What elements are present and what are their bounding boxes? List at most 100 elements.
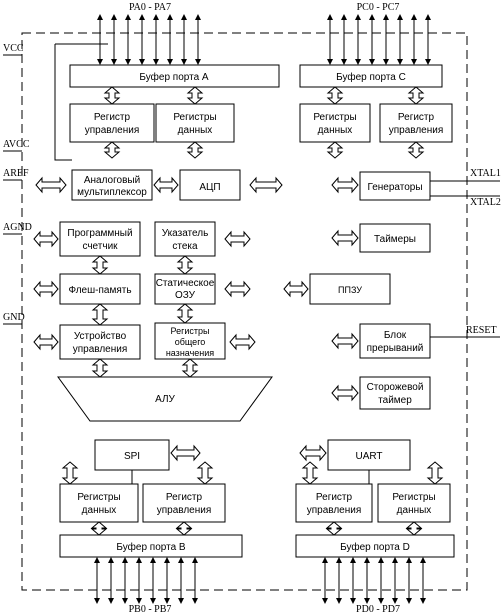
pc-pin-arrow-3-head-a — [369, 14, 375, 20]
pc-pin-arrow-5-head-a — [397, 14, 403, 20]
analog-mux-label-1: Аналоговый — [84, 175, 140, 186]
bus-cu-alu — [91, 358, 109, 378]
bus-bus-pc — [33, 230, 59, 248]
port-pin-arrows — [94, 14, 431, 604]
pd-pin-arrow-7-head-b — [420, 598, 426, 604]
pd-pin-arrow-3-head-b — [364, 598, 370, 604]
pc-pin-arrow-1-head-a — [341, 14, 347, 20]
pa-pin-arrow-6-head-a — [181, 14, 187, 20]
pc-pin-arrow-3-head-b — [369, 59, 375, 65]
pd-pin-arrow-3-head-a — [364, 557, 370, 563]
pb-pin-arrow-4-head-b — [150, 598, 156, 604]
pa-pin-arrow-0-head-b — [97, 59, 103, 65]
control-reg-c-label-2: управления — [389, 125, 444, 136]
bus-bus-eeprom — [283, 280, 309, 298]
bus-data-c-down — [326, 141, 344, 159]
pb-pin-arrow-7-head-b — [192, 598, 198, 604]
port-b-buffer-box — [59, 534, 243, 558]
pa-pin-arrow-5-head-b — [167, 59, 173, 65]
adc-box — [179, 169, 241, 201]
data-reg-b-label-2: данных — [82, 505, 117, 516]
data-reg-a-label-1: Регистры — [173, 112, 216, 123]
bus-ctrlb-portb — [175, 521, 193, 536]
eeprom-label: ППЗУ — [338, 285, 362, 295]
control-reg-d-label-1: Регистр — [316, 492, 353, 503]
control-reg-b-label-2: управления — [157, 505, 212, 516]
pb-pin-arrow-1-head-a — [108, 557, 114, 563]
control-reg-a-label-2: управления — [85, 125, 140, 136]
sram-box — [154, 273, 216, 305]
pin-label-pb: PB0 - PB7 — [129, 604, 172, 615]
control-reg-a-box — [69, 103, 155, 143]
control-reg-c-label-1: Регистр — [398, 112, 435, 123]
data-reg-d-label-2: данных — [397, 505, 432, 516]
bus-bus-uart — [299, 444, 327, 462]
data-reg-b-box — [59, 483, 139, 523]
pd-pin-arrow-1-head-a — [336, 557, 342, 563]
pin-label-reset: RESET — [466, 325, 497, 336]
bus-bus-wdt — [331, 384, 359, 402]
interrupt-unit-label-1: Блок — [384, 330, 407, 341]
bus-pc-flash — [91, 255, 109, 275]
control-reg-b-label-1: Регистр — [166, 492, 203, 503]
stack-pointer-box — [154, 221, 216, 257]
bus-spi-ctrlb — [196, 461, 214, 485]
bus-porta-ctrl — [103, 86, 121, 105]
alu-label: АЛУ — [155, 394, 175, 405]
watchdog-box — [359, 376, 431, 410]
stack-pointer-label-2: стека — [172, 241, 198, 252]
bus-spi-bus — [170, 444, 201, 462]
pin-label-pa: PA0 - PA7 — [129, 2, 171, 13]
pb-pin-arrow-5-head-a — [164, 557, 170, 563]
pin-label-xtal2: XTAL2 — [470, 197, 501, 208]
pd-pin-arrow-2-head-b — [350, 598, 356, 604]
pa-pin-arrow-1-head-a — [111, 14, 117, 20]
pc-pin-arrow-1-head-b — [341, 59, 347, 65]
port-b-buffer-label: Буфер порта B — [116, 541, 185, 553]
data-reg-a-label-2: данных — [178, 125, 213, 136]
control-unit-label-2: управления — [73, 344, 128, 355]
aref-mux-line — [54, 44, 72, 161]
pa-pin-arrow-7-head-b — [195, 59, 201, 65]
port-a-buffer-label: Буфер порта A — [139, 71, 208, 83]
pa-pin-arrow-6-head-b — [181, 59, 187, 65]
bus-bus-cu — [33, 333, 59, 351]
data-reg-d-label-1: Регистры — [392, 492, 435, 503]
pb-pin-arrow-2-head-b — [122, 598, 128, 604]
pa-pin-arrow-1-head-b — [111, 59, 117, 65]
pd-pin-arrow-5-head-b — [392, 598, 398, 604]
pin-label-avcc: AVCC — [3, 139, 30, 150]
pa-pin-arrow-4-head-a — [153, 14, 159, 20]
bus-arrows — [33, 86, 444, 536]
port-d-buffer-label: Буфер порта D — [340, 541, 410, 553]
pc-pin-arrow-4-head-b — [383, 59, 389, 65]
control-reg-d-label-2: управления — [307, 505, 362, 516]
bus-bus-flash — [33, 280, 59, 298]
pd-pin-arrow-1-head-b — [336, 598, 342, 604]
bus-sp-sram — [176, 255, 194, 275]
data-reg-b-label-1: Регистры — [77, 492, 120, 503]
pb-pin-arrow-5-head-b — [164, 598, 170, 604]
pc-pin-arrow-0-head-b — [327, 59, 333, 65]
pd-pin-arrow-4-head-b — [378, 598, 384, 604]
control-unit-box — [59, 324, 141, 360]
bus-bus-mux — [35, 176, 67, 194]
flash-label: Флеш-память — [68, 285, 131, 296]
bus-data-a-down — [186, 141, 204, 159]
watchdog-label-2: таймер — [378, 395, 412, 406]
control-unit-label-1: Устройство — [74, 331, 127, 342]
data-reg-a-box — [155, 103, 235, 143]
bus-flash-cu — [91, 303, 109, 326]
uart-box — [327, 439, 411, 471]
pb-pin-arrow-3-head-b — [136, 598, 142, 604]
data-reg-c-label-2: данных — [318, 125, 353, 136]
pa-pin-arrow-4-head-b — [153, 59, 159, 65]
pb-pin-arrow-7-head-a — [192, 557, 198, 563]
control-reg-c-box — [379, 103, 453, 143]
pb-pin-arrow-0-head-b — [94, 598, 100, 604]
pb-pin-arrow-6-head-a — [178, 557, 184, 563]
port-a-buffer-box — [69, 64, 280, 88]
bus-gpr-alu — [181, 358, 199, 378]
timers-box — [359, 223, 431, 253]
pa-pin-arrow-3-head-b — [139, 59, 145, 65]
